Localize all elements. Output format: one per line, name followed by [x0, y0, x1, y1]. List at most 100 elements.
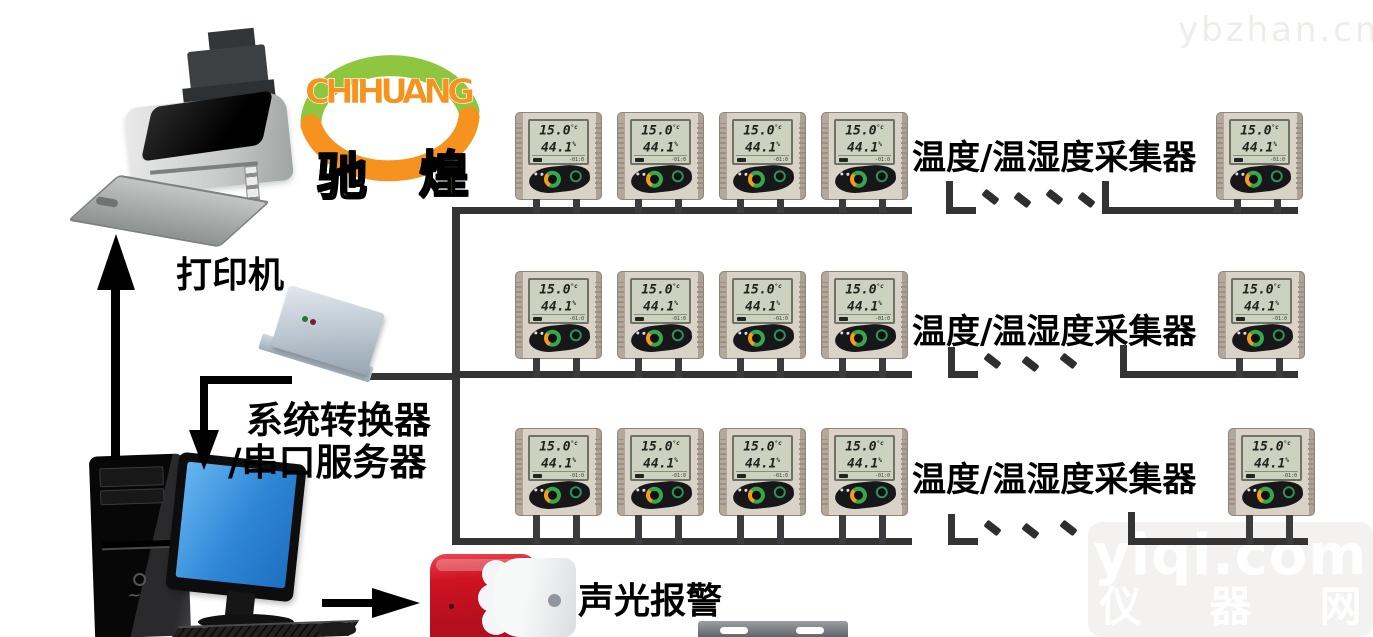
collector-control-panel [629, 162, 694, 196]
collector-control-panel [833, 321, 898, 355]
power-button-icon [569, 485, 583, 499]
lcd-status-text: -01:0 [568, 315, 584, 322]
collector-control-panel [731, 321, 796, 355]
tower-logo: ~ [127, 584, 142, 605]
temperature-humidity-collector: 15.0°c 44.1% -01:0 [821, 271, 908, 378]
alarm-white-horn [494, 558, 576, 637]
power-button-icon [875, 485, 889, 499]
collector-lcd-display: 15.0°c 44.1% -01:0 [834, 435, 895, 481]
horn-side-dot [548, 594, 561, 607]
temperature-humidity-collector: 15.0°c 44.1% -01:0 [617, 271, 704, 378]
lcd-humidity-unit: % [674, 141, 678, 149]
logo-brand-text: CHIHUANG [305, 72, 475, 112]
temperature-humidity-collector: 15.0°c 44.1% -01:0 [515, 428, 602, 544]
temperature-humidity-collector: 15.0°c 44.1% -01:0 [719, 428, 806, 544]
lcd-humidity-reading: 44.1% [643, 299, 678, 315]
collector-control-panel [833, 478, 898, 512]
collector-control-panel [629, 321, 694, 355]
lcd-temp-unit: °c [876, 124, 884, 131]
collector-lcd-display: 15.0°c 44.1% -01:0 [1241, 435, 1302, 481]
lcd-humidity-reading: 44.1% [745, 299, 780, 315]
collector-lcd-display: 15.0°c 44.1% -01:0 [528, 435, 589, 481]
ellipsis-dot [983, 519, 1002, 537]
sensor-dial-icon [849, 328, 868, 348]
lcd-temperature-reading: 15.0°c [845, 123, 884, 139]
lcd-battery-icon [533, 157, 542, 162]
lcd-humidity-reading: 44.1% [541, 140, 576, 156]
alarm-label: 声光报警 [578, 581, 723, 622]
collector-control-panel [1240, 478, 1305, 512]
lcd-humidity-unit: % [776, 457, 780, 465]
collector-lcd-display: 15.0°c 44.1% -01:0 [1231, 278, 1292, 324]
temperature-humidity-collector: 15.0°c 44.1% -01:0 [617, 112, 704, 213]
lcd-battery-icon [737, 316, 746, 321]
lcd-battery-icon [1246, 473, 1255, 478]
drive-bay [100, 488, 165, 506]
ellipsis-dot [1077, 191, 1096, 209]
ellipsis-dot [981, 188, 1000, 206]
lcd-status-bar: -01:0 [838, 155, 891, 163]
ellipsis-dot [983, 352, 1002, 370]
cable-leg [533, 199, 540, 213]
lcd-status-text: -01:0 [874, 156, 890, 163]
watermark-site: yiqi.com [1093, 523, 1368, 589]
lcd-status-bar: -01:0 [838, 471, 891, 479]
collector-control-panel [527, 478, 592, 512]
lcd-battery-icon [839, 473, 848, 478]
cable-leg [533, 515, 540, 544]
lcd-temperature-reading: 15.0°c [641, 123, 680, 139]
lcd-temperature-reading: 15.0°c [1242, 282, 1281, 298]
collector-lcd-display: 15.0°c 44.1% -01:0 [1229, 119, 1290, 165]
lcd-status-bar: -01:0 [1235, 314, 1288, 322]
collector-lcd-display: 15.0°c 44.1% -01:0 [528, 278, 589, 324]
lcd-temperature-reading: 15.0°c [845, 282, 884, 298]
lcd-humidity-reading: 44.1% [847, 456, 882, 472]
collector-row-3: 15.0°c 44.1% -01:0 15.0°c 44.1% -01:0 [515, 428, 908, 544]
arrow-right-shaft [322, 599, 376, 607]
cable-leg [879, 358, 886, 378]
bus-stub [948, 514, 955, 545]
cable-leg [573, 358, 580, 378]
collector-control-panel [629, 478, 694, 512]
bus-cable-row3-right [1128, 538, 1308, 545]
sensor-dial-icon [849, 169, 868, 189]
temperature-humidity-collector: 15.0°c 44.1% -01:0 [515, 112, 602, 213]
watermark-top: ybzhan.cn [1178, 10, 1373, 50]
alarm-hole [449, 604, 454, 609]
collector-row-3-right: 15.0°c 44.1% -01:0 [1228, 428, 1315, 544]
cable-leg [1246, 515, 1253, 544]
mouse [318, 622, 356, 636]
power-button-icon [875, 328, 889, 342]
cable-leg [1274, 199, 1281, 213]
lcd-battery-icon [635, 316, 644, 321]
ellipsis-dot [1059, 519, 1078, 537]
lcd-temp-unit: °c [876, 440, 884, 447]
lcd-temperature-reading: 15.0°c [641, 439, 680, 455]
bus-cable-row2 [452, 371, 912, 378]
led-green [302, 316, 308, 322]
lcd-status-text: -01:0 [670, 472, 686, 479]
cable-leg [737, 199, 744, 213]
lcd-humidity-unit: % [1285, 457, 1289, 465]
sensor-dial-icon [1256, 485, 1275, 505]
power-button-icon [1272, 328, 1286, 342]
serial-converter-image [252, 284, 392, 402]
power-button-icon [875, 169, 889, 183]
lcd-battery-icon [737, 157, 746, 162]
sensor-dial-icon [645, 485, 664, 505]
bus-cable-row1 [452, 207, 912, 214]
sensor-dial-icon [1246, 328, 1265, 348]
lcd-status-bar: -01:0 [736, 471, 789, 479]
cable-leg [737, 358, 744, 378]
arrow-right-head [372, 588, 420, 618]
cable-leg [1236, 358, 1243, 378]
lcd-status-bar: -01:0 [532, 471, 585, 479]
temperature-humidity-collector: 15.0°c 44.1% -01:0 [515, 271, 602, 378]
power-button-icon [671, 485, 685, 499]
lcd-humidity-unit: % [776, 141, 780, 149]
lcd-status-bar: -01:0 [838, 314, 891, 322]
arrow-down-elbow [200, 376, 292, 384]
lcd-status-text: -01:0 [1269, 156, 1285, 163]
lcd-temp-unit: °c [774, 440, 782, 447]
bus-stub [1120, 345, 1127, 378]
